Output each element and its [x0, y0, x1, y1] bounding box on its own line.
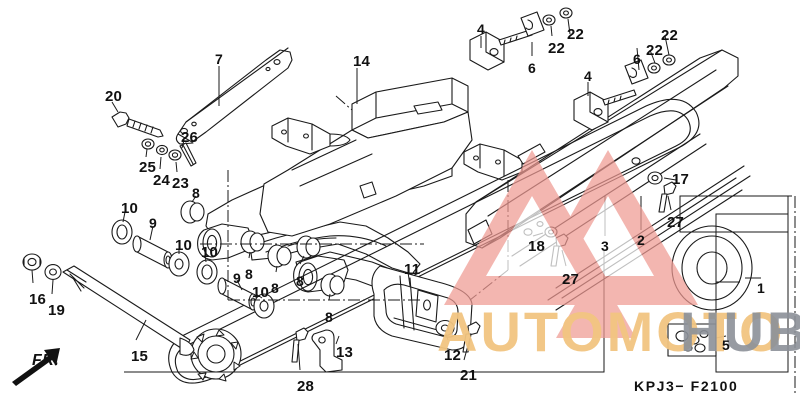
callout-dust-seal: 10: [252, 284, 270, 301]
part-bushing-8e: [320, 273, 345, 297]
callout-nut: 22: [661, 27, 679, 44]
part-pivot-bolt-15: [62, 265, 195, 356]
callout-nut: 22: [646, 42, 664, 59]
callout-nut: 25: [139, 159, 157, 176]
part-bushing-8b: [240, 230, 265, 254]
callout-bolt: 21: [460, 367, 478, 384]
orientation-arrow: [12, 348, 60, 386]
callout-chain-guide: 3: [601, 238, 609, 254]
part-chain-adjuster-right: [573, 89, 637, 131]
callout-chain-slider-upper: 2: [637, 232, 645, 248]
callout-chain-case: 11: [404, 261, 421, 278]
callout-dust-seal: 10: [121, 200, 139, 217]
part-seal-10a: [111, 219, 133, 245]
part-bushing-8d: [296, 235, 321, 259]
callout-bolt: 27: [562, 271, 580, 288]
part-collar-9b: [217, 277, 258, 311]
callout-collar: 12: [444, 347, 462, 364]
front-orientation-label: FR.: [32, 352, 60, 369]
part-nut-16: [22, 253, 42, 271]
part-chain-adjuster-left: [469, 29, 533, 71]
callout-adjuster-plate-right: 6: [633, 51, 641, 67]
part-collar-12: [435, 319, 455, 337]
callout-washer: 24: [153, 172, 171, 189]
callout-chain-adjuster-right: 4: [584, 68, 592, 84]
callout-pivot-bushing: 8: [245, 266, 253, 282]
callout-guide-bolt: 18: [528, 238, 546, 255]
part-pin-23: [168, 149, 182, 161]
part-bushing-8c: [267, 244, 292, 268]
callout-pivot-bushing: 8: [296, 273, 304, 289]
part-nut-22b: [559, 7, 573, 19]
callout-chain-adjuster-left: 4: [477, 21, 485, 37]
part-splitpin-26: [179, 142, 197, 167]
callout-master-link-set: 5: [722, 337, 730, 353]
callout-torque-rod: 7: [215, 51, 223, 67]
callout-dust-seal: 10: [201, 244, 219, 261]
part-adjuster-plate-right: [624, 59, 649, 85]
callout-pivot-bushing: 8: [192, 185, 200, 201]
part-bolt-28: [291, 327, 309, 363]
part-bolt-20: [111, 111, 164, 138]
part-bolt-21: [462, 321, 481, 353]
callout-clamp-bolt: 28: [297, 378, 315, 395]
part-washer-19: [44, 264, 62, 280]
part-nut-22c: [647, 62, 661, 74]
callout-nut: 22: [548, 40, 566, 57]
callout-dust-seal: 10: [175, 237, 193, 254]
part-number-code: KPJ3− F2100: [634, 378, 739, 394]
callout-torque-rod-bolt: 20: [105, 88, 123, 105]
callout-pivot-bolt: 15: [131, 348, 149, 365]
callout-pivot-collar: 9: [233, 270, 241, 286]
callout-bolt-washer: 17: [672, 171, 690, 188]
callout-drive-chain: 1: [757, 280, 765, 296]
part-adjuster-plate-left: [520, 11, 545, 37]
callout-washer: 19: [48, 302, 66, 319]
part-bushing-8a: [180, 200, 205, 224]
part-clamp-13: [311, 329, 343, 373]
callout-cotter-pin: 23: [172, 175, 190, 192]
callout-cable-clamp: 13: [336, 344, 354, 361]
callout-swingarm: 14: [353, 53, 371, 70]
callout-adjuster-plate-left: 6: [528, 60, 536, 76]
callout-pivot-bushing: 8: [325, 309, 333, 325]
callout-bolt: 27: [667, 214, 685, 231]
part-nut-22a: [542, 14, 556, 26]
callout-pivot-collar: 9: [149, 215, 157, 231]
part-washer-24: [155, 144, 169, 156]
part-seal-10c: [196, 259, 218, 285]
callout-nut: 22: [567, 26, 585, 43]
part-drive-chain: [168, 98, 700, 384]
part-front-sprocket: [190, 328, 242, 382]
part-masterlink-box: [667, 323, 717, 357]
callout-pivot-bushing: 8: [271, 280, 279, 296]
part-nut-25: [141, 138, 155, 150]
part-torque-rod: [175, 47, 293, 145]
callout-pivot-nut: 16: [29, 291, 47, 308]
callout-split-pin: 26: [181, 129, 199, 146]
